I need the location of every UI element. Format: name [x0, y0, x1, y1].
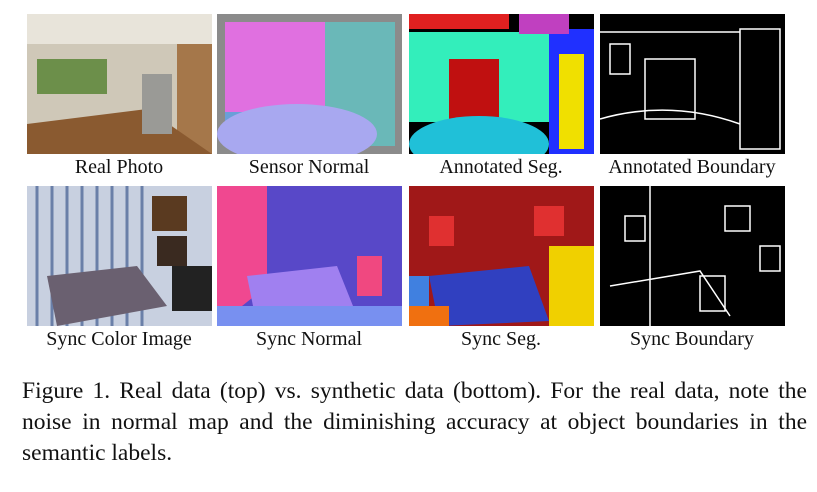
panel-label: Sync Seg. — [461, 328, 541, 350]
sensor-normal-image — [217, 14, 402, 154]
panel-label: Real Photo — [74, 156, 164, 178]
panel-label: Sync Color Image — [46, 328, 192, 350]
sync-normal-image — [217, 186, 402, 326]
panel-label: Annotated Boundary — [608, 156, 776, 178]
annotated-seg-image — [409, 14, 594, 154]
sync-boundary-image — [600, 186, 785, 326]
panel-label: Annotated Seg. — [439, 156, 563, 178]
panel-label: Sync Normal — [255, 328, 363, 350]
panel-label: Sync Boundary — [630, 328, 754, 350]
sync-color-image — [27, 186, 212, 326]
figure-caption: Figure 1. Real data (top) vs. synthetic … — [22, 378, 807, 466]
sync-seg-image — [409, 186, 594, 326]
annotated-boundary-image — [600, 14, 785, 154]
real-photo-image — [27, 14, 212, 154]
panel-label: Sensor Normal — [248, 156, 370, 178]
